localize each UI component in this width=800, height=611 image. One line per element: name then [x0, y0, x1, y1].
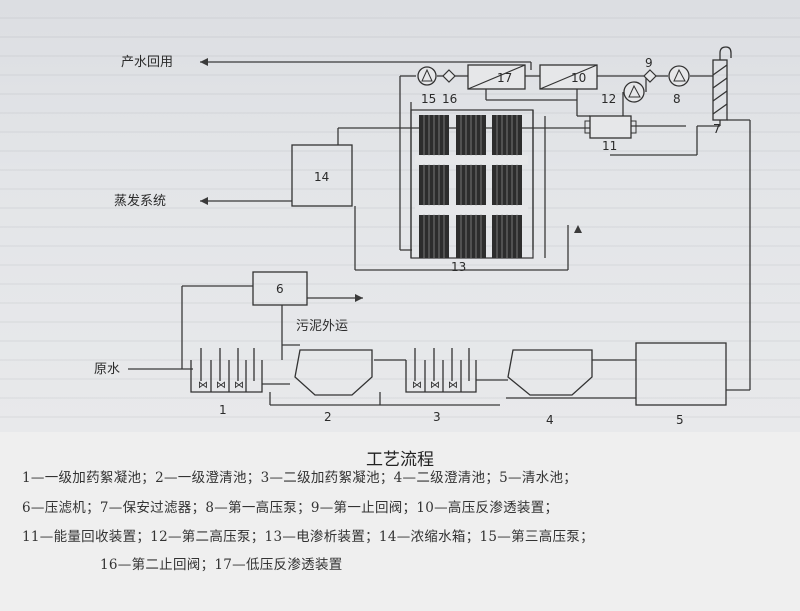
unit-1-label: 1	[219, 403, 227, 417]
svg-text:⋈: ⋈	[448, 380, 458, 391]
svg-text:⋈: ⋈	[198, 380, 208, 391]
flow-arrows	[200, 58, 582, 302]
product-water-label: 产水回用	[121, 55, 173, 70]
unit-17-label: 17	[497, 71, 512, 85]
tank-1-primary-coagulation: ⋈ ⋈ ⋈	[190, 348, 263, 393]
unit-6-label: 6	[276, 282, 284, 296]
svg-text:⋈: ⋈	[430, 380, 440, 391]
unit-10-label: 10	[571, 71, 586, 85]
security-filter-7	[712, 46, 732, 121]
pump-8	[668, 65, 690, 87]
unit-11-label: 11	[602, 139, 617, 153]
unit-13-label: 13	[451, 260, 466, 274]
unit-16-label: 16	[442, 92, 457, 106]
clarifier-2-primary	[294, 349, 373, 396]
tank-5-clear-water	[635, 342, 727, 406]
svg-text:⋈: ⋈	[216, 380, 226, 391]
unit-12-label: 12	[601, 92, 616, 106]
caption-area	[0, 432, 800, 611]
check-valve-16	[442, 69, 456, 83]
tank-3-secondary-coagulation: ⋈ ⋈ ⋈	[405, 348, 477, 393]
energy-recovery-11	[584, 115, 637, 139]
ro-unit-17-low-pressure	[467, 64, 526, 90]
unit-15-label: 15	[421, 92, 436, 106]
unit-9-label: 9	[645, 56, 653, 70]
concentrate-tank-14	[291, 144, 353, 207]
pump-12	[623, 81, 645, 103]
svg-text:⋈: ⋈	[234, 380, 244, 391]
unit-4-label: 4	[546, 413, 554, 427]
unit-2-label: 2	[324, 410, 332, 424]
unit-14-label: 14	[314, 170, 329, 184]
caption-line-2: 6—压滤机；7—保安过滤器；8—第一高压泵；9—第一止回阀；10—高压反渗透装置…	[22, 500, 559, 516]
evaporation-label: 蒸发系统	[114, 193, 166, 209]
ro-unit-10-high-pressure	[539, 64, 598, 90]
caption-line-4: 16—第二止回阀；17—低压反渗透装置	[100, 557, 343, 573]
unit-8-label: 8	[673, 92, 681, 106]
pump-15	[417, 66, 437, 86]
electrodialysis-stack-13	[410, 109, 534, 259]
unit-7-label: 7	[713, 122, 721, 136]
caption-title: 工艺流程	[366, 450, 434, 470]
unit-3-label: 3	[433, 410, 441, 424]
clarifier-4-secondary	[507, 349, 593, 396]
unit-5-label: 5	[676, 413, 684, 427]
svg-text:⋈: ⋈	[412, 380, 422, 391]
raw-water-label: 原水	[94, 362, 120, 377]
check-valve-9	[643, 69, 657, 83]
filter-press-6	[252, 271, 308, 306]
sludge-label: 污泥外运	[296, 319, 348, 334]
caption-line-1: 1—一级加药絮凝池；2—一级澄清池；3—二级加药絮凝池；4—二级澄清池；5—清水…	[22, 470, 578, 486]
caption-line-3: 11—能量回收装置；12—第二高压泵；13—电渗析装置；14—浓缩水箱；15—第…	[22, 529, 594, 545]
